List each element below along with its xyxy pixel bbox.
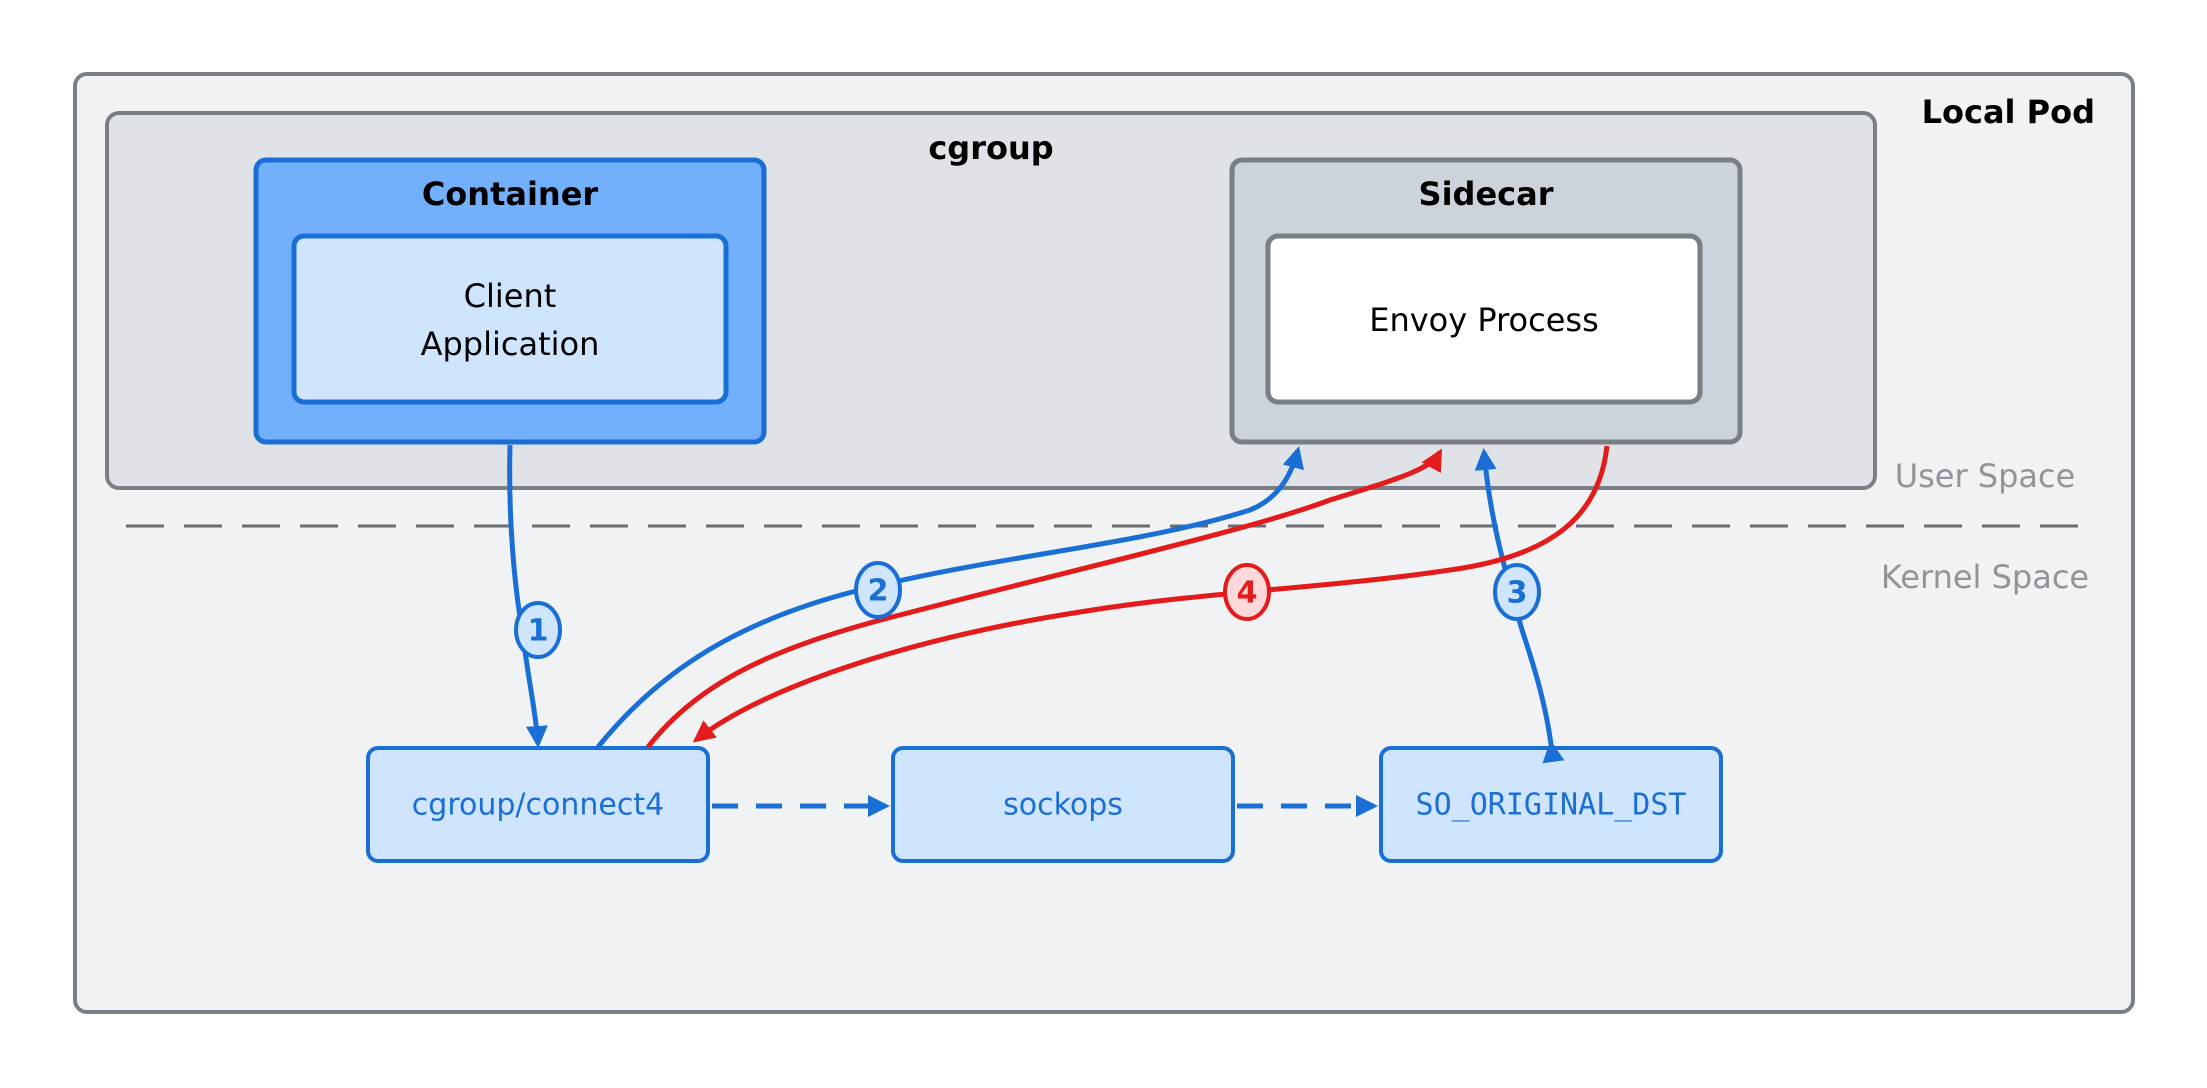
container-label: Container [422, 175, 599, 213]
flow-4-arrow [692, 445, 1610, 743]
step-1-badge: 1 [514, 601, 562, 659]
client-application-label-line2: Application [421, 325, 600, 363]
client-application-label-line1: Client [464, 277, 557, 315]
envoy-process-label: Envoy Process [1369, 301, 1599, 339]
flow-red-up-arrow [646, 448, 1443, 749]
step-4-label: 4 [1237, 576, 1258, 611]
flow-3-arrow [1474, 448, 1565, 764]
flow-2-arrow [596, 446, 1304, 749]
sockops-box [891, 746, 1235, 863]
envoy-process-box [1265, 233, 1703, 405]
cgroup-label: cgroup [928, 129, 1053, 167]
local-pod-label: Local Pod [1922, 93, 2095, 131]
step-4-badge: 4 [1223, 563, 1271, 621]
step-3-label: 3 [1507, 576, 1528, 611]
step-3-badge: 3 [1493, 563, 1541, 621]
client-application-box [291, 233, 729, 405]
cgroup-connect4-label: cgroup/connect4 [412, 788, 664, 823]
step-2-badge: 2 [854, 561, 902, 619]
so-original-dst-label: SO_ORIGINAL_DST [1416, 788, 1687, 823]
step-1-label: 1 [528, 614, 549, 649]
sockops-label: sockops [1003, 788, 1123, 823]
user-space-label: User Space [1895, 457, 2076, 495]
sidecar-label: Sidecar [1419, 175, 1554, 213]
step-2-label: 2 [868, 574, 889, 609]
kernel-space-label: Kernel Space [1881, 558, 2089, 596]
